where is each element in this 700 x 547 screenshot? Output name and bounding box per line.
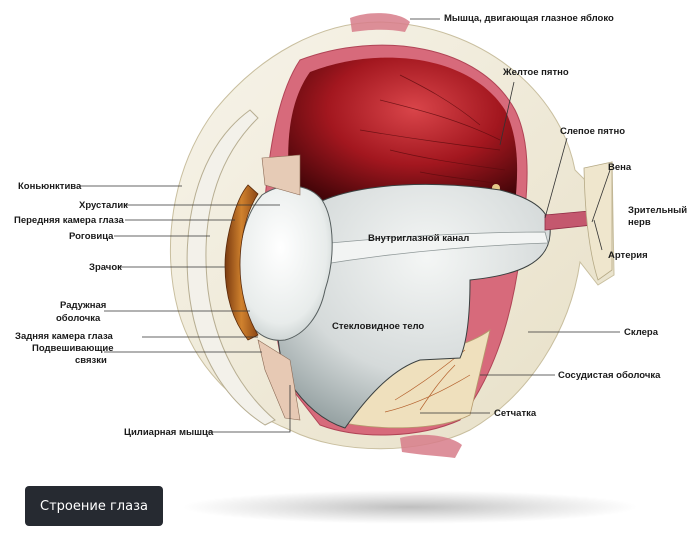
label-conjunctiva: Коньюнктива: [18, 181, 82, 192]
label-optic-nerve-2: нерв: [628, 217, 651, 228]
label-anterior-chamber: Передняя камера глаза: [14, 215, 124, 226]
label-zonules-2: связки: [75, 355, 107, 366]
label-lens: Хрусталик: [79, 200, 128, 211]
caption-button[interactable]: Строение глаза: [25, 486, 163, 526]
optic-nerve-section: [583, 161, 613, 281]
label-iris-2: оболочка: [56, 313, 101, 324]
label-muscle: Мышца, двигающая глазное яблоко: [444, 13, 614, 24]
iris-shape: [224, 184, 259, 341]
retina-interior: [288, 57, 518, 206]
label-retina: Сетчатка: [494, 408, 537, 419]
label-zonules-1: Подвешивающие: [32, 343, 114, 354]
eye-muscle-top: [350, 13, 410, 33]
label-vein: Вена: [608, 162, 632, 173]
label-posterior-chamber: Задняя камера глаза: [15, 331, 113, 342]
eye-muscle-bottom: [400, 434, 462, 458]
cornea-shape: [186, 109, 276, 426]
label-macula: Желтое пятно: [503, 67, 569, 78]
label-choroid: Сосудистая оболочка: [558, 370, 661, 381]
hyaloid-canal-shape: [309, 231, 549, 266]
label-hyaloid-canal: Внутриглазной канал: [368, 233, 470, 244]
label-cornea: Роговица: [69, 231, 114, 242]
label-pupil: Зрачок: [89, 262, 122, 273]
label-ciliary-muscle: Цилиарная мышца: [124, 427, 214, 438]
label-vitreous-body: Стекловидное тело: [332, 321, 425, 332]
label-artery: Артерия: [608, 250, 648, 261]
eye-shadow: [180, 490, 640, 524]
retinal-vessels: [359, 74, 506, 186]
leader-lines: [80, 18, 620, 433]
label-blind-spot: Слепое пятно: [560, 126, 625, 137]
ciliary-body-shape: [257, 339, 301, 421]
ciliary-body-upper: [261, 154, 301, 196]
label-sclera: Склера: [624, 327, 659, 338]
label-optic-nerve-1: Зрительный: [628, 205, 688, 216]
label-iris-1: Радужная: [60, 300, 107, 311]
